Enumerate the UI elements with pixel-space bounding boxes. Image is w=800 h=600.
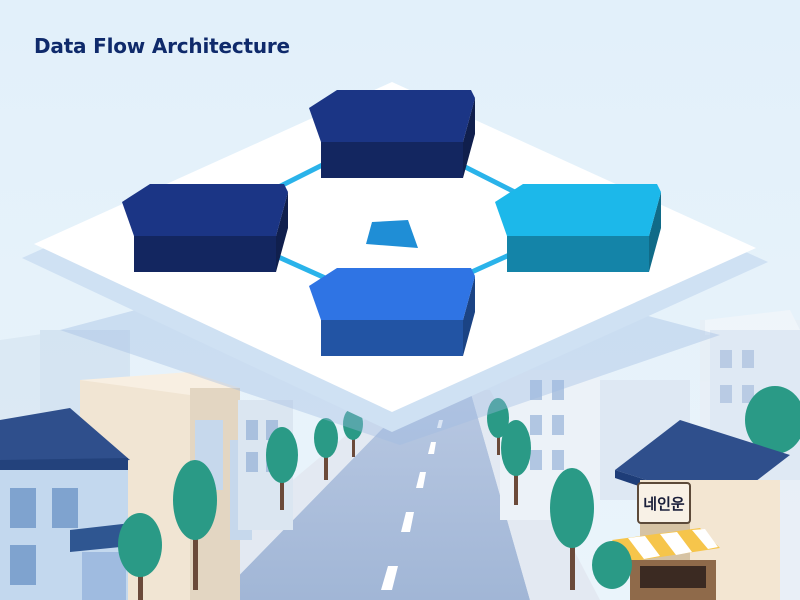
shop-awning xyxy=(612,528,720,562)
node-top-front xyxy=(321,142,463,178)
node-right-top xyxy=(495,184,661,236)
node-top xyxy=(309,90,475,178)
shop-sign-text: 네인운 xyxy=(643,495,685,513)
building-left-front xyxy=(0,408,140,600)
node-left-top xyxy=(122,184,288,236)
node-bottom-front xyxy=(321,320,463,356)
node-left xyxy=(122,184,288,272)
shop-stall: 네인운 xyxy=(592,420,790,600)
page-title: Data Flow Architecture xyxy=(34,34,290,58)
diagram-nodes xyxy=(122,90,661,356)
shop-signboard xyxy=(637,482,691,524)
platform xyxy=(22,82,768,432)
trees-right xyxy=(487,386,800,590)
node-right-front xyxy=(507,236,649,272)
node-right-side xyxy=(649,192,661,272)
flow-arrow-icon xyxy=(366,220,418,248)
node-bottom xyxy=(309,268,475,356)
trees-left xyxy=(118,408,363,600)
node-top-top xyxy=(309,90,475,142)
platform-top xyxy=(34,82,756,412)
street-road xyxy=(215,390,530,600)
road-lane-markings xyxy=(381,420,443,590)
node-bottom-top xyxy=(309,268,475,320)
far-building-right-roof xyxy=(705,310,800,335)
node-top-side xyxy=(463,98,475,178)
node-bottom-side xyxy=(463,276,475,356)
node-right xyxy=(495,184,661,272)
node-left-front xyxy=(134,236,276,272)
node-left-side xyxy=(276,192,288,272)
